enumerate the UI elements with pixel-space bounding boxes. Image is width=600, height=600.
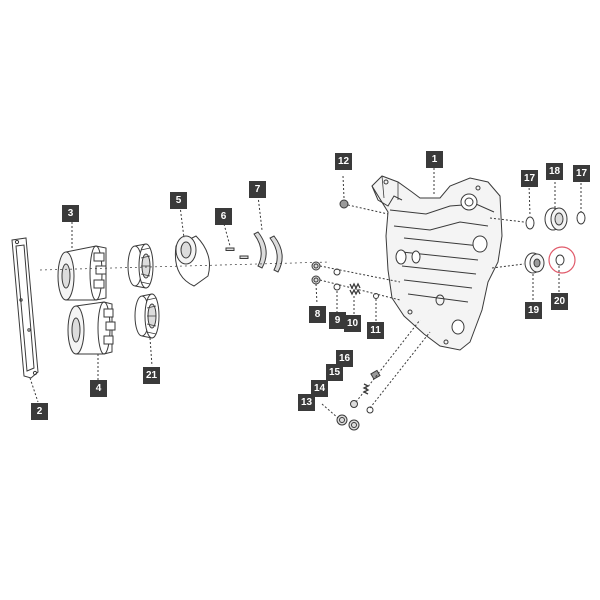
callout-17-right[interactable]: 17 [573, 165, 590, 182]
leader-line [29, 377, 39, 403]
part-2-gasket[interactable] [12, 238, 38, 378]
part-10-spring[interactable] [350, 284, 360, 294]
part-12-bolt[interactable] [340, 200, 348, 208]
callout-14[interactable]: 14 [311, 380, 328, 397]
callout-4[interactable]: 4 [90, 380, 107, 397]
part-9-washers[interactable] [334, 269, 340, 290]
callout-9[interactable]: 9 [329, 312, 346, 329]
part-14-ball[interactable] [351, 401, 374, 414]
part-16-screw[interactable] [371, 370, 380, 379]
callout-18[interactable]: 18 [546, 163, 563, 180]
highlight-circle [549, 247, 575, 273]
callout-11[interactable]: 11 [367, 322, 384, 339]
part-7-thrust-shims[interactable] [254, 232, 282, 272]
part-17-circlip-right[interactable] [577, 212, 585, 224]
callout-20[interactable]: 20 [551, 293, 568, 310]
part-bearing-upper[interactable] [128, 244, 153, 288]
part-5-bearing-cup[interactable] [175, 236, 209, 286]
part-18-bearing[interactable] [545, 208, 567, 230]
callout-12[interactable]: 12 [335, 153, 352, 170]
part-13-plugs[interactable] [337, 415, 359, 430]
axis-centerline [39, 261, 331, 271]
part-3-rotor-assembly[interactable] [58, 246, 106, 300]
part-1-transmission-housing[interactable] [372, 176, 502, 350]
callout-5[interactable]: 5 [170, 192, 187, 209]
callout-21[interactable]: 21 [143, 367, 160, 384]
callout-8[interactable]: 8 [309, 306, 326, 323]
part-4-rotor-assembly[interactable] [68, 302, 115, 354]
callout-16[interactable]: 16 [336, 350, 353, 367]
part-21-bearing[interactable] [135, 294, 159, 338]
callout-19[interactable]: 19 [525, 302, 542, 319]
callout-13[interactable]: 13 [298, 394, 315, 411]
part-8-plugs[interactable] [312, 262, 320, 284]
callout-7[interactable]: 7 [249, 181, 266, 198]
part-19-seal[interactable] [525, 253, 544, 273]
part-17-circlip-left[interactable] [526, 217, 534, 229]
callout-2[interactable]: 2 [31, 403, 48, 420]
callout-1[interactable]: 1 [426, 151, 443, 168]
part-20-o-ring[interactable] [549, 247, 575, 273]
callout-10[interactable]: 10 [344, 315, 361, 332]
callout-6[interactable]: 6 [215, 208, 232, 225]
part-6-dowel-pins[interactable] [226, 248, 248, 259]
callout-17-left[interactable]: 17 [521, 170, 538, 187]
callout-3[interactable]: 3 [62, 205, 79, 222]
callout-15[interactable]: 15 [326, 364, 343, 381]
